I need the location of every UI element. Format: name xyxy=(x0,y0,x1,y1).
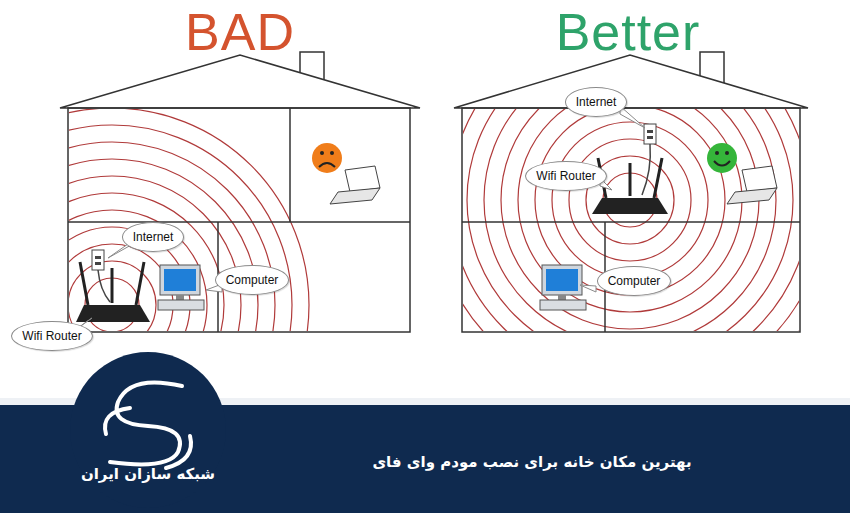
bubble-text: Computer xyxy=(608,274,661,288)
wave-ring xyxy=(69,193,224,331)
wall-jack xyxy=(642,124,656,195)
laptop xyxy=(727,166,777,204)
bubble-text: Wifi Router xyxy=(536,169,595,183)
wave-ring xyxy=(69,176,241,331)
happy-face xyxy=(707,143,737,173)
laptop xyxy=(330,166,380,204)
wave-ring xyxy=(69,244,173,331)
router xyxy=(76,262,150,322)
wave-ring xyxy=(484,109,776,331)
bubble-text: Internet xyxy=(576,95,617,109)
bubble-tails xyxy=(78,106,645,328)
bubble-text: Computer xyxy=(226,273,279,287)
wall-jack xyxy=(92,250,110,302)
wave-ring xyxy=(501,109,759,329)
wave-ring xyxy=(535,109,725,295)
wifi-waves xyxy=(69,109,309,331)
speech-bubble: Internet xyxy=(565,87,628,117)
house: BetterInternetWifi RouterComputer xyxy=(440,0,850,345)
wave-ring xyxy=(69,159,258,331)
wave-ring xyxy=(69,142,275,331)
wave-ring xyxy=(69,125,292,331)
wave-ring xyxy=(552,122,708,278)
sad-face xyxy=(312,143,342,173)
speech-bubble: Wifi Router xyxy=(525,161,606,191)
bubble-text: Internet xyxy=(133,230,174,244)
logo-mark xyxy=(70,352,226,508)
logo-circle: شبکه سازان ایران xyxy=(70,352,226,508)
house-left xyxy=(60,52,420,332)
wave-ring xyxy=(463,109,799,331)
speech-bubble: Internet xyxy=(122,222,185,252)
house: BAD InternetComputerWifi Router xyxy=(0,0,425,345)
wave-ring xyxy=(69,109,309,331)
speech-bubble: Computer xyxy=(597,266,672,296)
router xyxy=(592,158,668,214)
wifi-waves xyxy=(463,109,799,331)
house-heading: BAD xyxy=(185,6,295,58)
wave-ring xyxy=(69,261,156,331)
speech-bubble: Wifi Router xyxy=(11,321,92,351)
wave-ring xyxy=(69,210,207,331)
wave-ring xyxy=(463,109,799,331)
logo-text: شبکه سازان ایران xyxy=(81,465,215,483)
speech-bubble: Computer xyxy=(215,265,290,295)
computer xyxy=(540,265,586,310)
wave-ring xyxy=(467,109,793,331)
wave-ring xyxy=(463,109,799,331)
computer xyxy=(158,265,204,310)
wave-ring xyxy=(569,139,691,261)
house-right xyxy=(454,52,808,332)
bubble-text: Wifi Router xyxy=(22,329,81,343)
banner-caption: بهترین مکان خانه برای نصب مودم وای فای xyxy=(372,453,691,471)
logo-s xyxy=(105,382,191,468)
wave-ring xyxy=(518,109,742,312)
house-heading: Better xyxy=(556,6,701,58)
